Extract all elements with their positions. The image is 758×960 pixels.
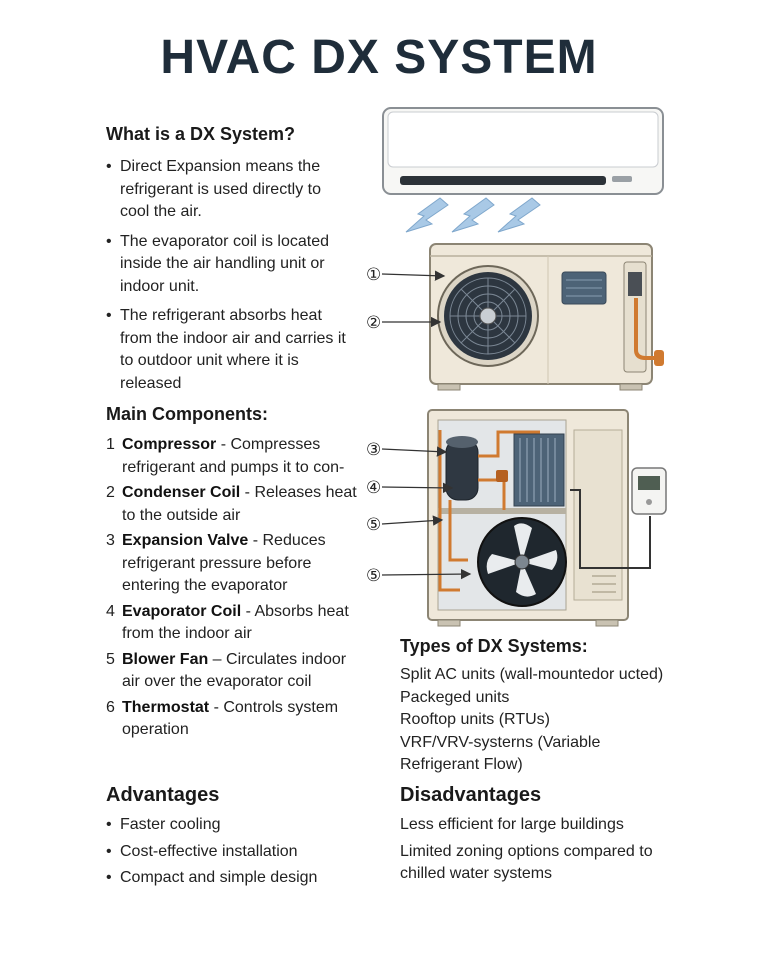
component-name: Condenser Coil (122, 484, 241, 501)
page-title: HVAC DX SYSTEM (160, 31, 598, 84)
component-number: 6 (106, 698, 115, 716)
component-desc: - Reduces refrigerant pressure before en… (122, 532, 326, 594)
callout-label: ⑤ (366, 515, 381, 534)
list-item: Less efficient for large buildings (400, 816, 624, 833)
callout-labels: ① ② ③ ④ ⑤ ⑤ (366, 265, 381, 585)
list-item: Limited zoning options compared to chill… (400, 842, 653, 883)
component-number: 1 (106, 436, 115, 453)
component-number: 5 (106, 650, 115, 668)
component-item: 2 Condenser Coil - Releases heat to the o… (106, 482, 360, 527)
component-name: Thermostat (122, 698, 210, 716)
types-list: Split AC units (wall-mountedor ucted) Pa… (400, 664, 680, 777)
component-item: 6 Thermostat - Controls system operation (106, 697, 360, 742)
disadvantages-heading: Disadvantages (400, 784, 542, 806)
what-heading: What is a DX System? (106, 124, 296, 144)
list-item: Faster cooling (106, 814, 366, 837)
indoor-wall-unit (382, 107, 664, 195)
callout-label: ① (366, 265, 381, 284)
callout-label: ⑤ (366, 566, 381, 585)
callout-label: ④ (366, 478, 381, 497)
list-item: VRF/VRV-systerns (Variable Refrigerant F… (400, 733, 601, 774)
component-desc: - Releases heat to the outside air (122, 484, 357, 524)
component-name: Blower Fan (122, 650, 209, 668)
callout-label: ③ (366, 440, 381, 459)
components-list: 1 Compressor - Compresses refrigerant and… (106, 434, 360, 745)
list-item: Rooftop units (RTUs) (400, 711, 550, 728)
cutaway-unit (427, 409, 629, 627)
components-heading: Main Components: (106, 404, 268, 424)
component-desc: - Compresses refrigerant and pumps it to… (122, 436, 345, 476)
list-item: Packeged units (400, 688, 510, 706)
component-number: 3 (106, 532, 115, 549)
component-item: 3 Expansion Valve - Reduces refrigerant p… (106, 530, 360, 598)
outdoor-condensing-unit (429, 243, 664, 391)
advantages-heading: Advantages (106, 784, 220, 806)
component-name: Expansion Valve (122, 532, 249, 549)
component-item: 5 Blower Fan – Circulates indoor air over… (106, 649, 360, 694)
list-item: Cost-effective installation (106, 841, 366, 864)
list-item: The refrigerant absorbs heat from the in… (106, 305, 352, 395)
component-desc: - Absorbs heat from the indoor air (122, 602, 349, 643)
component-item: 4 Evaporator Coil - Absorbs heat from the… (106, 601, 360, 646)
component-name: Evaporator Coil (122, 602, 242, 620)
component-desc: - Controls system operation (122, 698, 339, 739)
component-desc: – Circulates indoor air over the evapora… (122, 650, 347, 691)
list-item: Direct Expansion means the refrigerant i… (106, 156, 352, 224)
disadvantages-list: Less efficient for large buildings Limit… (400, 814, 680, 886)
component-name: Compressor (122, 436, 217, 453)
component-number: 2 (106, 484, 115, 501)
callout-label: ② (366, 313, 381, 332)
component-number: 4 (106, 602, 115, 620)
airflow-arrows (405, 197, 541, 233)
component-item: 1 Compressor - Compresses refrigerant and… (106, 434, 360, 479)
advantages-list: Faster cooling Cost-effective installati… (106, 814, 366, 894)
callout-lines (381, 270, 472, 580)
what-list: Direct Expansion means the refrigerant i… (106, 156, 352, 402)
list-item: Split AC units (wall-mountedor ucted) (400, 666, 664, 683)
types-heading: Types of DX Systems: (400, 636, 588, 656)
list-item: The evaporator coil is located inside th… (106, 231, 352, 299)
thermostat (570, 467, 667, 569)
list-item: Compact and simple design (106, 867, 366, 890)
